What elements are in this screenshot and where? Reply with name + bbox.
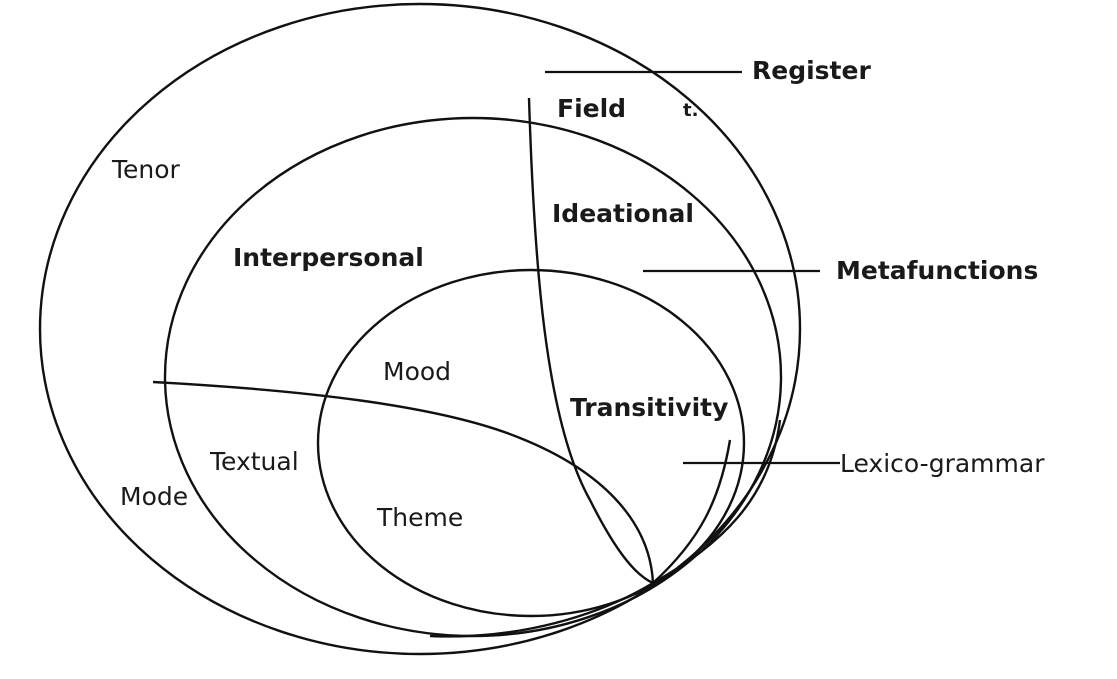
textual-label: Textual xyxy=(209,447,299,476)
lexico-grammar-label: Lexico-grammar xyxy=(840,449,1045,478)
register-label: Register xyxy=(752,56,871,85)
convergence-arc-inner xyxy=(652,439,732,584)
field-divider-curve xyxy=(527,97,654,585)
theme-label: Theme xyxy=(376,503,463,532)
mood-label: Mood xyxy=(383,357,451,386)
mode-divider-curve xyxy=(152,380,655,584)
tenor-label: Tenor xyxy=(111,155,181,184)
convergence-arc-bottom xyxy=(429,581,654,638)
ideational-label: Ideational xyxy=(552,199,694,228)
transitivity-label: Transitivity xyxy=(570,393,728,422)
metafunctions-label: Metafunctions xyxy=(836,256,1038,285)
interpersonal-label: Interpersonal xyxy=(233,243,424,272)
lexico-grammar-circle xyxy=(316,268,746,618)
mode-label: Mode xyxy=(120,482,188,511)
convergence-arc-outer xyxy=(652,419,782,585)
register-circle xyxy=(38,2,802,656)
field-label: Field xyxy=(557,94,626,123)
field-mark: t. xyxy=(683,100,698,121)
